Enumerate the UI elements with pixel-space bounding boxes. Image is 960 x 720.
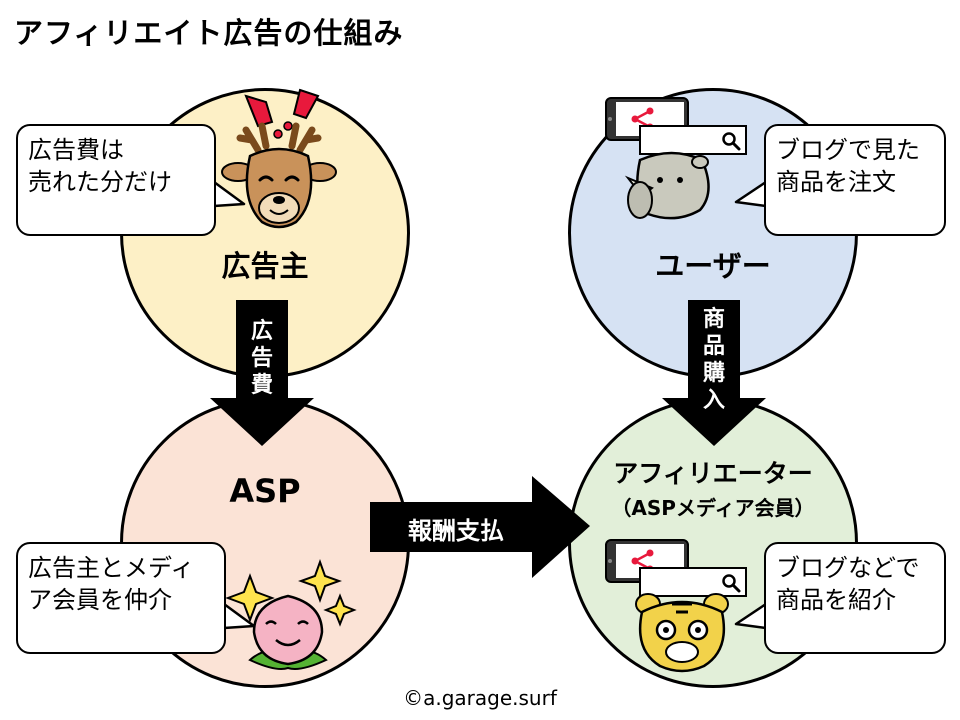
asp-label: ASP [229,472,301,510]
purchase-arrow-label: 商 品 購 入 [702,307,725,413]
bubble-text: 商品を注文 [776,168,896,196]
affiliate-label: アフィリエーター [613,459,813,488]
bubble-text: 売れた分だけ [28,168,172,196]
bubble-text: ブログで見た [776,136,920,164]
asp-bubble: 広告主とメディ ア会員を仲介 [16,542,226,654]
bubble-text: 広告主とメディ [28,554,195,582]
copyright: ©a.garage.surf [403,686,557,710]
user-bubble: ブログで見た 商品を注文 [764,124,946,236]
bubble-text: 商品を紹介 [776,586,896,614]
advertiser-label: 広告主 [221,249,309,283]
bubble-text: ア会員を仲介 [28,586,172,614]
advertiser-bubble: 広告費は 売れた分だけ [16,124,216,236]
user-label: ユーザー [655,249,771,283]
affiliate-sublabel: （ASPメディア会員） [611,496,815,520]
bubble-text: 広告費は [28,136,124,164]
affiliate-bubble: ブログなどで 商品を紹介 [764,542,946,654]
bubble-text: ブログなどで [776,554,920,582]
page-title: アフィリエイト広告の仕組み [14,16,404,50]
reward-arrow-label: 報酬支払 [408,517,504,545]
ad-fee-arrow-label: 広 告 費 [250,319,273,398]
